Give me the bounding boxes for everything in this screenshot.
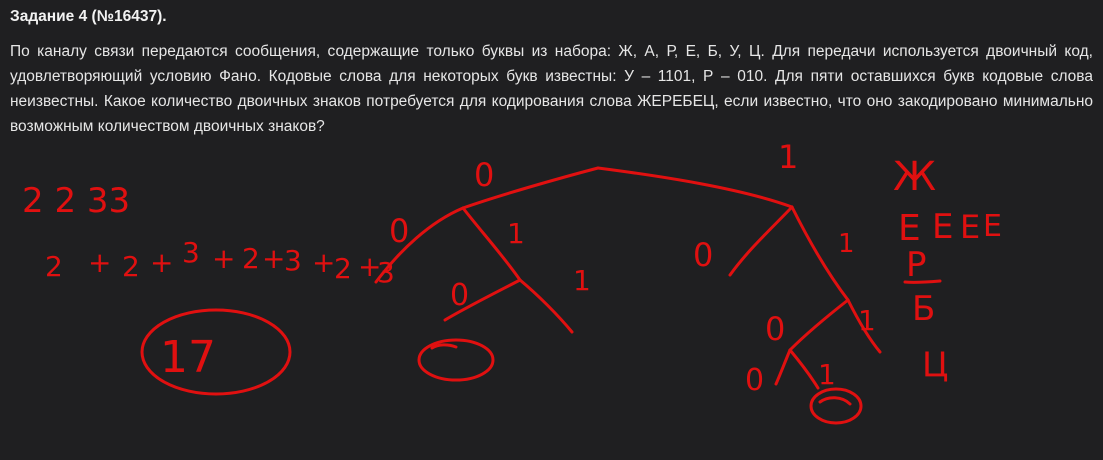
sum-part-11: 2 [334,252,352,285]
tree-right-left-branch [728,205,794,277]
sum-part-1: 2 [45,250,63,283]
sum-part-9: 3 [284,244,302,277]
length-sum: 2 + 2 + 3 + 2 + 3 + 2 + 3 [45,236,395,289]
letter-r-underline [903,279,942,284]
sum-part-12: + [358,250,381,283]
sum-part-7: 2 [242,242,260,275]
label-l-left: 0 [389,212,409,250]
label-r-right: 1 [838,229,855,259]
tree-root-right-branch [596,166,794,209]
tree-rr-left-branch [788,298,850,352]
tree-rrl-right-branch [788,348,820,390]
sum-part-6: + [212,242,235,275]
sum-part-4: + [150,246,173,279]
sum-part-3: 2 [122,250,140,283]
tree-ll-right-branch [518,278,574,334]
leaf-circle-left-fill [430,343,458,350]
letter-e-1: Е [898,208,921,249]
label-r-left: 0 [693,236,713,274]
label-rr-right: 1 [858,304,876,337]
task-title: Задание 4 (№16437). [10,8,167,25]
tree-root-left-branch [461,166,600,210]
answer-value: 17 [160,332,216,383]
leaf-circle-right [809,387,863,425]
tree-left-right-branch [461,206,522,282]
sum-part-13: 3 [377,256,395,289]
sum-part-8: + [262,242,285,275]
sum-part-2: + [88,246,111,279]
tree-rrl-left-branch [774,348,792,386]
letter-b: Б [912,289,935,329]
label-root-right: 1 [778,138,798,176]
label-ll-left: 0 [450,278,469,313]
label-rrl-right: 1 [818,358,836,391]
letter-e-4: Е [983,209,1002,244]
task-text: По каналу связи передаются сообщения, со… [10,43,1093,135]
label-rr-left: 0 [765,310,785,348]
leaf-circle-right-fill [818,396,852,406]
label-rrl-left: 0 [745,363,764,398]
label-l-right: 1 [507,217,525,250]
letter-ts: Ц [922,345,948,385]
letter-e-3: Е [960,208,980,246]
letter-r: Р [906,245,927,285]
tree-ll-left-branch [443,278,522,322]
letters-column: Ж Е Е Е Е Р Б Ц [893,154,1002,385]
sum-part-10: + [312,246,335,279]
sum-part-5: 3 [182,236,200,269]
tree-left-left-branch [374,206,465,284]
letter-zh: Ж [893,154,936,200]
leaf-circle-left [417,338,495,382]
letter-e-2: Е [932,207,953,247]
label-root-left: 0 [474,156,494,194]
label-ll-right: 1 [573,264,591,297]
tree-right-right-branch [790,205,850,302]
answer-circle [140,308,292,396]
tree-rr-right-branch [846,298,882,354]
code-lengths: 2 2 33 [22,181,130,221]
